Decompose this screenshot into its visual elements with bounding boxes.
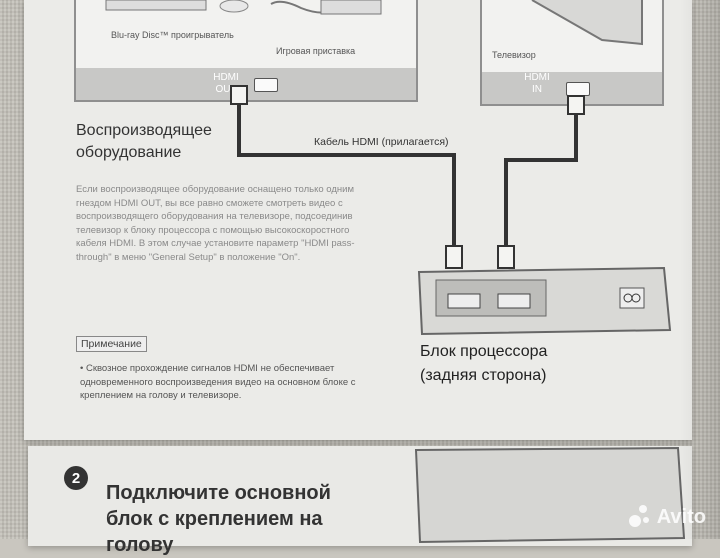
manual-page-step2: 2 Подключите основной блок с креплением … bbox=[28, 446, 692, 556]
playback-body-text: Если воспроизводящее оборудование оснаще… bbox=[76, 184, 355, 263]
tv-box: Телевизор HDMI IN bbox=[480, 0, 664, 106]
avito-watermark-text: Avito bbox=[656, 505, 706, 528]
tv-icon bbox=[531, 0, 643, 46]
tv-caption: Телевизор bbox=[492, 50, 536, 60]
game-console-caption: Игровая приставка bbox=[276, 46, 356, 56]
step2-heading: Подключите основной блок с креплением на… bbox=[106, 482, 331, 556]
manual-page: Blu-ray Disc™ проигрыватель Игровая прис… bbox=[24, 0, 692, 440]
hdmi-plugs bbox=[230, 85, 585, 269]
note-text: • Сквозное прохождение сигналов HDMI не … bbox=[80, 363, 356, 401]
avito-logo-icon bbox=[628, 505, 653, 529]
tv-illustration bbox=[531, 0, 643, 46]
headset-unit-illustration bbox=[414, 446, 686, 544]
hdmi-out-port bbox=[254, 78, 278, 92]
step-number-badge: 2 bbox=[64, 466, 88, 490]
cable-caption: Кабель HDMI (прилагается) bbox=[314, 136, 449, 148]
game-console-icon bbox=[270, 0, 382, 15]
bluray-player-icon bbox=[105, 0, 249, 13]
bluray-caption: Blu-ray Disc™ проигрыватель bbox=[111, 30, 234, 40]
hdmi-out-label: HDMI OUT bbox=[213, 72, 239, 95]
headset-unit-icon bbox=[414, 446, 686, 544]
hdmi-in-label: HDMI IN bbox=[524, 72, 550, 95]
note-label: Примечание bbox=[76, 336, 147, 352]
processor-illustration bbox=[230, 85, 672, 336]
processor-caption: Блок процессора (задняя сторона) bbox=[420, 343, 548, 384]
lighting-shadow bbox=[680, 0, 720, 539]
hdmi-cable bbox=[237, 100, 578, 258]
playback-devices-illustration bbox=[105, 0, 382, 15]
playback-heading: Воспроизводящее оборудование bbox=[76, 122, 212, 161]
processor-unit bbox=[417, 266, 672, 336]
playback-devices-box: Blu-ray Disc™ проигрыватель Игровая прис… bbox=[74, 0, 418, 102]
avito-watermark: Avito bbox=[628, 505, 706, 529]
